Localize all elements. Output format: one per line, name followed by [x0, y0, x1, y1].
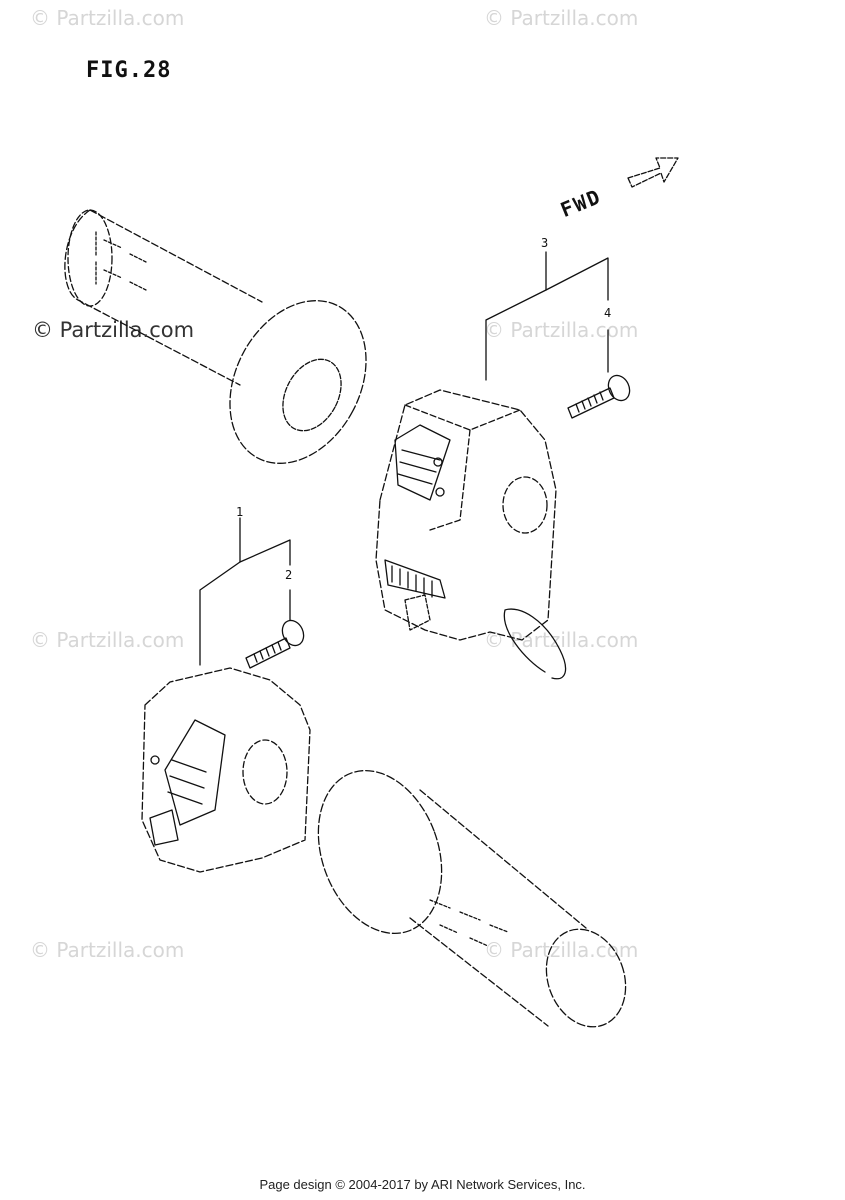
screw-part-4	[567, 374, 631, 419]
screw-part-2	[245, 619, 305, 669]
figure-title: FIG.28	[86, 58, 172, 83]
callout-4: 4	[604, 306, 612, 320]
forward-arrow-icon	[627, 157, 679, 188]
footer-copyright: Page design © 2004-2017 by ARI Network S…	[259, 1177, 586, 1192]
watermark: © Partzilla.com	[30, 938, 185, 962]
leader-lines	[199, 251, 609, 666]
watermark: © Partzilla.com	[30, 6, 185, 30]
callout-2: 2	[285, 568, 293, 582]
watermark: © Partzilla.com	[484, 6, 639, 30]
callout-3: 3	[541, 236, 549, 250]
right-grip	[317, 769, 627, 1028]
watermark: © Partzilla.com	[30, 628, 185, 652]
left-switch-housing	[141, 667, 311, 873]
left-grip	[64, 209, 367, 464]
watermark: © Partzilla.com	[484, 628, 639, 652]
watermark: © Partzilla.com	[484, 318, 639, 342]
callout-1: 1	[236, 505, 244, 519]
watermark: © Partzilla.com	[484, 938, 639, 962]
right-switch-housing	[375, 389, 567, 680]
watermark: © Partzilla.com	[32, 318, 195, 342]
